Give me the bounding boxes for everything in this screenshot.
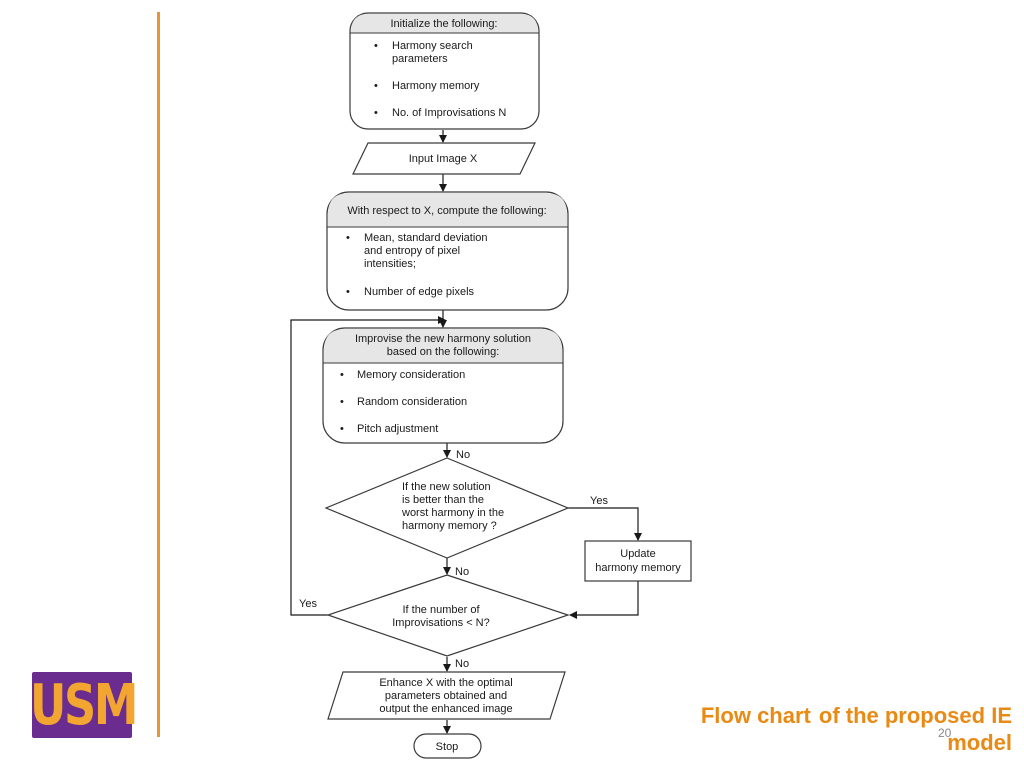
slide-title: Flow chart of the proposed IE model	[640, 702, 1012, 756]
node-decision-line: worst harmony in the	[401, 507, 504, 519]
node-compute-item: and entropy of pixel	[364, 245, 460, 257]
node-input-shape	[352, 142, 536, 175]
slide-title-part3: model	[947, 730, 1012, 755]
node-improvise-header: Improvise the new harmony solution	[355, 333, 531, 345]
node-decision-line: If the new solution	[402, 481, 491, 493]
node-stop-shape	[413, 733, 482, 759]
node-enhance-line: parameters obtained and	[385, 690, 507, 702]
node-decision-better-solution-shape	[324, 457, 570, 559]
vertical-divider	[157, 12, 160, 737]
node-initialize-header-bg	[351, 14, 538, 33]
node-enhance-shape	[327, 671, 566, 720]
node-improvise-item: Random consideration	[357, 396, 467, 408]
node-initialize: Initialize the following: • Harmony sear…	[349, 12, 540, 130]
node-improvise: Improvise the new harmony solution based…	[322, 327, 564, 444]
node-improvise-header-bg	[324, 329, 562, 363]
node-compute-item: Mean, standard deviation	[364, 232, 488, 244]
bullet: •	[340, 396, 344, 408]
edge-label-no: No	[455, 658, 469, 670]
page-number: 20	[938, 726, 952, 740]
node-initialize-box	[349, 12, 540, 130]
bullet: •	[374, 40, 378, 52]
edge-update-to-decision2	[569, 581, 639, 619]
node-compute: With respect to X, compute the following…	[326, 191, 569, 311]
bullet: •	[346, 286, 350, 298]
node-compute-item: Number of edge pixels	[364, 286, 475, 298]
node-improvise-item: Pitch adjustment	[357, 423, 438, 435]
slide-title-part1: Flow chart	[700, 703, 811, 728]
edge-label-no: No	[456, 449, 470, 461]
node-input: Input Image X	[352, 142, 536, 175]
node-compute-header: With respect to X, compute the following…	[347, 205, 546, 217]
node-decision-improvisations: If the number of Improvisations < N?	[326, 574, 570, 657]
usm-logo-text: USM	[29, 672, 138, 738]
node-enhance-line: output the enhanced image	[379, 703, 512, 715]
node-decision-better-solution: If the new solution is better than the w…	[324, 457, 570, 559]
node-decision-line: harmony memory ?	[402, 520, 497, 532]
node-decision-improvisations-shape	[326, 574, 570, 657]
bullet: •	[346, 232, 350, 244]
node-decision-line: is better than the	[402, 494, 484, 506]
usm-logo-background	[32, 672, 132, 738]
node-enhance: Enhance X with the optimal parameters ob…	[327, 671, 566, 720]
node-improvise-header: based on the following:	[387, 346, 500, 358]
edge-decision2-yes-loop	[290, 316, 446, 616]
node-update-line: Update	[620, 548, 655, 560]
node-decision-line: Improvisations < N?	[392, 617, 490, 629]
node-enhance-line: Enhance X with the optimal	[379, 677, 512, 689]
node-update-memory-box	[584, 540, 692, 582]
node-stop-label: Stop	[436, 741, 459, 753]
node-decision-line: If the number of	[402, 604, 480, 616]
node-input-label: Input Image X	[409, 153, 478, 165]
edge-label-yes: Yes	[590, 495, 608, 507]
bullet: •	[374, 80, 378, 92]
node-compute-header-bg	[328, 193, 567, 227]
bullet: •	[340, 423, 344, 435]
slide-title-part2: of the proposed IE	[818, 703, 1012, 728]
edge-decision1-yes-to-update	[568, 507, 642, 541]
node-stop: Stop	[413, 733, 482, 759]
node-update-memory: Update harmony memory	[584, 540, 692, 582]
bullet: •	[340, 369, 344, 381]
node-compute-item: intensities;	[364, 258, 416, 270]
node-initialize-item: parameters	[392, 53, 448, 65]
node-initialize-header: Initialize the following:	[390, 18, 497, 30]
node-initialize-item: Harmony memory	[392, 80, 480, 92]
bullet: •	[374, 107, 378, 119]
usm-logo: USM	[28, 670, 138, 745]
edge-label-yes: Yes	[299, 598, 317, 610]
node-initialize-item: No. of Improvisations N	[392, 107, 506, 119]
edge-label-no: No	[455, 566, 469, 578]
node-initialize-item: Harmony search	[392, 40, 473, 52]
node-improvise-item: Memory consideration	[357, 369, 465, 381]
node-update-line: harmony memory	[595, 562, 681, 574]
edges	[290, 130, 642, 734]
